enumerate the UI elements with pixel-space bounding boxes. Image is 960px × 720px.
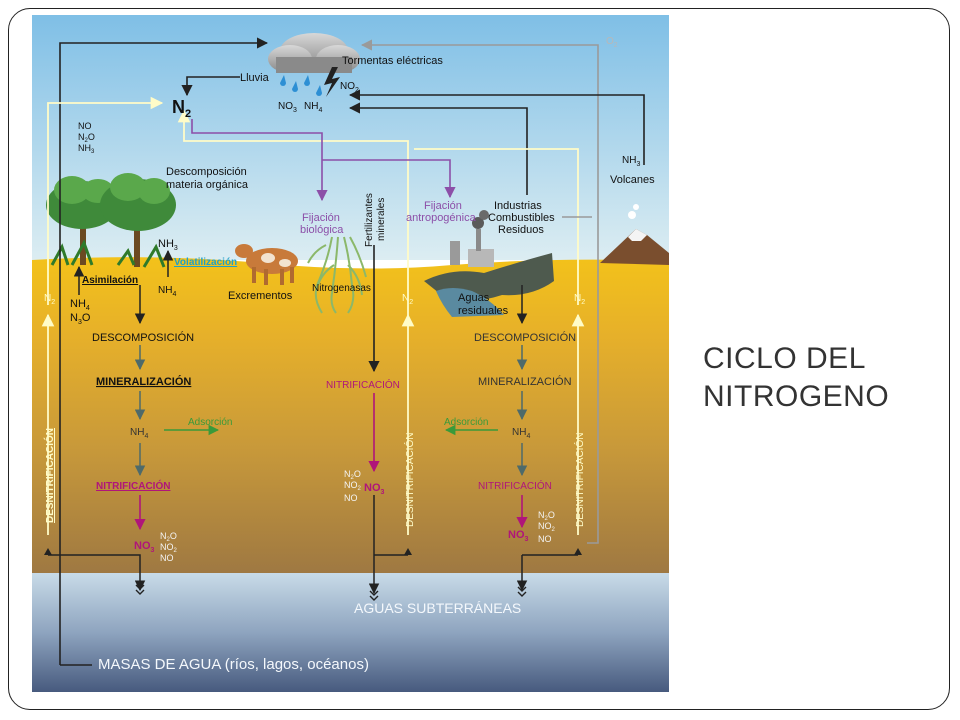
arrow-anthropogenic-fixation [322, 159, 456, 199]
label-gas-right-no: NO [538, 534, 552, 544]
label-no3-left: NO3 [134, 540, 155, 554]
label-mineralizacion-right: MINERALIZACIÓN [478, 375, 572, 388]
label-asimilacion: Asimilación [82, 275, 138, 286]
gas-group-mid: N2O NO2 NO [344, 469, 362, 503]
gas-group-left: N2O NO2 NO [160, 531, 178, 563]
label-industrias: Industrias [494, 200, 542, 212]
label-n2-main: N2 [172, 97, 191, 120]
label-o2: O2 [606, 36, 618, 49]
label-nh4-soil: NH4 [70, 298, 90, 312]
soil-layer [32, 257, 669, 575]
label-desnitrificacion-right: DESNITRIFICACIÓN [573, 433, 586, 527]
label-descomposicion-left: DESCOMPOSICIÓN [92, 331, 194, 344]
cow-illustration [235, 244, 298, 285]
label-desnitrificacion-mid: DESNITRIFICACIÓN [403, 433, 416, 527]
arrow-volcano-to-cloud [348, 89, 645, 165]
arrow-o2-loop [360, 39, 599, 544]
label-n2-left-soil: N2 [44, 293, 55, 306]
label-no3-right: NO3 [508, 529, 529, 543]
label-gas-mid-n2o: N2O [344, 469, 361, 481]
label-aguas-res-1: Aguas [458, 292, 490, 304]
label-no3-rain: NO3 [278, 101, 297, 114]
label-gas-n2o: N2O [78, 132, 95, 144]
label-gas-nh3: NH3 [78, 143, 95, 155]
label-adsorcion-left: Adsorción [188, 417, 232, 428]
arrow-left-leaching [48, 554, 146, 592]
water-layer [32, 573, 669, 692]
label-aguas-res-2: residuales [458, 305, 509, 317]
label-excrementos: Excrementos [228, 290, 293, 302]
label-nitrificacion-mid: NITRIFICACIÓN [326, 378, 400, 391]
volcano-illustration [600, 204, 669, 265]
slide-title-line2: NITROGENO [703, 380, 890, 413]
arrow-mid-denitrification-to-n2 [177, 109, 409, 315]
label-nh4-left: NH4 [158, 285, 176, 298]
label-mineralizacion-left: MINERALIZACIÓN [96, 375, 191, 388]
label-gas-left-no: NO [160, 553, 174, 563]
label-fijacion-bio-2: biológica [300, 224, 344, 236]
arrow-rain-to-n2 [181, 76, 240, 97]
arrow-industry-to-cloud [348, 102, 528, 195]
label-combustibles: Combustibles [488, 212, 555, 224]
boundary-markers [44, 548, 582, 555]
label-nh4-rain: NH4 [304, 101, 322, 114]
label-adsorcion-right: Adsorción [444, 417, 488, 428]
arrow-biological-fixation [191, 119, 328, 202]
label-no2-storm: NO2 [340, 81, 359, 94]
label-descomposicion-right: DESCOMPOSICIÓN [474, 331, 576, 344]
label-descomp-materia-1: Descomposición [166, 166, 247, 178]
label-nitrificacion-left: NITRIFICACIÓN [96, 479, 170, 492]
trees-illustration [46, 173, 176, 268]
label-aguas-subterraneas: AGUAS SUBTERRÁNEAS [354, 600, 521, 616]
label-nitrogenasas: Nitrogenasas [312, 283, 371, 294]
label-masas-de-agua: MASAS DE AGUA (ríos, lagos, océanos) [98, 656, 369, 673]
label-nh4-mid-left: NH4 [130, 427, 148, 440]
arrow-left-denitrification-to-n2 [47, 96, 164, 305]
nitrogen-cycle-diagram: O2 Tormentas eléctricas Lluvia NO2 NO3 N… [32, 15, 669, 692]
label-n3o-soil: N3O [70, 312, 91, 326]
label-descomp-materia-2: materia orgánica [166, 179, 249, 191]
label-gas-right-n2o: N2O [538, 510, 555, 522]
label-residuos: Residuos [498, 224, 544, 236]
label-no3-mid: NO3 [364, 482, 385, 496]
label-fijacion-antro-1: Fijación [424, 200, 462, 212]
arrow-water-to-atmosphere [59, 37, 269, 665]
infiltration-chevrons [135, 584, 527, 601]
label-gas-right-no2: NO2 [538, 521, 556, 533]
diagram-canvas: O2 Tormentas eléctricas Lluvia NO2 NO3 N… [32, 15, 669, 692]
label-gas-mid-no2: NO2 [344, 480, 362, 492]
label-gas-left-n2o: N2O [160, 531, 177, 543]
label-fijacion-bio-1: Fijación [302, 212, 340, 224]
label-fertilizantes-1: Fertilizantes [364, 193, 375, 247]
label-gas-mid-no: NO [344, 493, 358, 503]
label-nh3-volcano: NH3 [622, 155, 640, 168]
label-n2-mid-soil: N2 [402, 293, 413, 306]
arrow-right-denitrification-to-n2 [414, 148, 579, 305]
label-n2-right-soil: N2 [574, 293, 585, 306]
label-tormentas: Tormentas eléctricas [342, 55, 443, 67]
label-desnitrificacion-left: DESNITRIFICACIÓN [43, 428, 56, 523]
label-gas-left-no2: NO2 [160, 542, 178, 554]
label-volatilizacion: Volatilización [174, 257, 237, 268]
cloud-illustration [268, 33, 360, 97]
label-lluvia: Lluvia [240, 72, 270, 84]
gas-group-right: N2O NO2 NO [538, 510, 556, 544]
label-nh3-left: NH3 [158, 238, 178, 252]
label-nitrificacion-right: NITRIFICACIÓN [478, 479, 552, 492]
slide-title-line1: CICLO DEL [703, 342, 866, 375]
label-volcanes: Volcanes [610, 174, 655, 186]
arrow-right-leaching [522, 554, 578, 590]
label-fijacion-antro-2: antropogénica [406, 212, 477, 224]
label-gas-no: NO [78, 121, 92, 131]
roots-illustration [307, 236, 367, 314]
slide-title: CICLO DEL NITROGENO [703, 340, 933, 416]
label-nh4-mid-right: NH4 [512, 427, 530, 440]
label-fertilizantes-2: minerales [376, 198, 387, 241]
